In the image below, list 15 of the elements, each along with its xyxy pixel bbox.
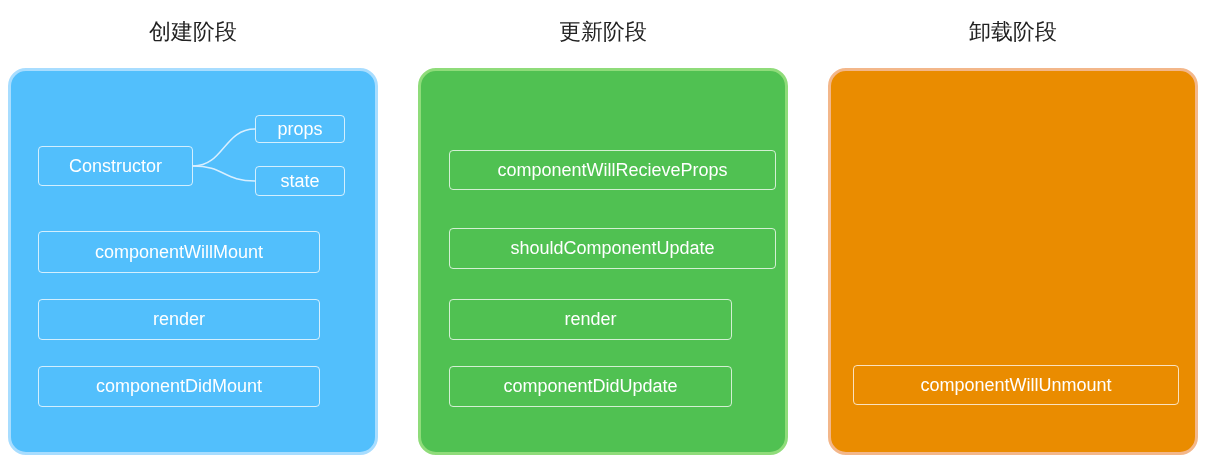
connector-line [192, 128, 256, 167]
lifecycle-method-box: props [255, 115, 345, 143]
phase-heading: 卸载阶段 [968, 18, 1058, 46]
lifecycle-method-box: componentWillRecieveProps [449, 150, 776, 190]
lifecycle-method-box: state [255, 166, 345, 196]
lifecycle-method-box: componentDidUpdate [449, 366, 732, 407]
lifecycle-method-box: Constructor [38, 146, 193, 186]
lifecycle-method-box: componentWillMount [38, 231, 320, 273]
lifecycle-method-box: componentWillUnmount [853, 365, 1179, 405]
lifecycle-method-box: render [449, 299, 732, 340]
phase-heading: 创建阶段 [148, 18, 238, 46]
lifecycle-method-box: shouldComponentUpdate [449, 228, 776, 269]
lifecycle-method-box: componentDidMount [38, 366, 320, 407]
phase-heading: 更新阶段 [558, 18, 648, 46]
lifecycle-method-box: render [38, 299, 320, 340]
